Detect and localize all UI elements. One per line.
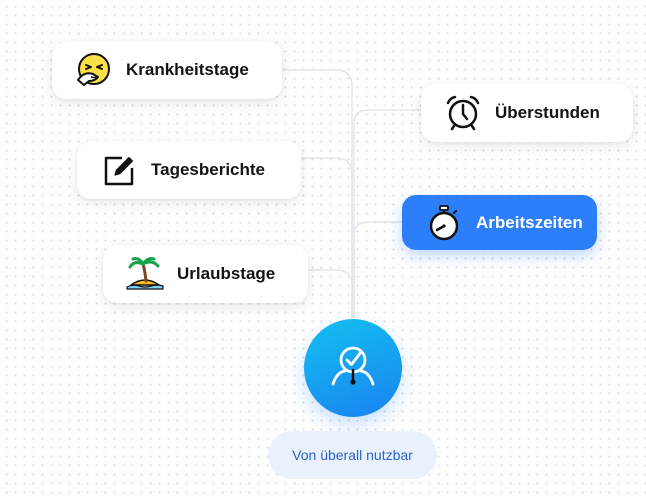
feature-label: Überstunden [495, 103, 600, 122]
alarm-clock-icon [443, 93, 483, 133]
feature-card-arbeitszeiten[interactable]: Arbeitszeiten [402, 195, 597, 250]
feature-card-urlaubstage[interactable]: Urlaubstage [103, 245, 308, 303]
hub-badge [304, 319, 402, 417]
feature-card-tagesberichte[interactable]: Tagesberichte [77, 141, 301, 199]
user-clock-check-icon [325, 338, 381, 399]
footer-pill-label: Von überall nutzbar [292, 447, 413, 463]
edit-note-icon [99, 150, 139, 190]
stopwatch-icon [424, 203, 464, 243]
feature-label: Arbeitszeiten [476, 212, 583, 232]
feature-label: Urlaubstage [177, 264, 276, 283]
footer-pill[interactable]: Von überall nutzbar [268, 431, 437, 479]
feature-card-ueberstunden[interactable]: Überstunden [421, 84, 633, 142]
feature-label: Krankheitstage [126, 60, 249, 79]
feature-label: Tagesberichte [151, 160, 266, 179]
feature-card-krankheitstage[interactable]: Krankheitstage [52, 41, 282, 99]
sneezing-face-icon [74, 50, 114, 90]
palm-island-icon [125, 254, 165, 294]
